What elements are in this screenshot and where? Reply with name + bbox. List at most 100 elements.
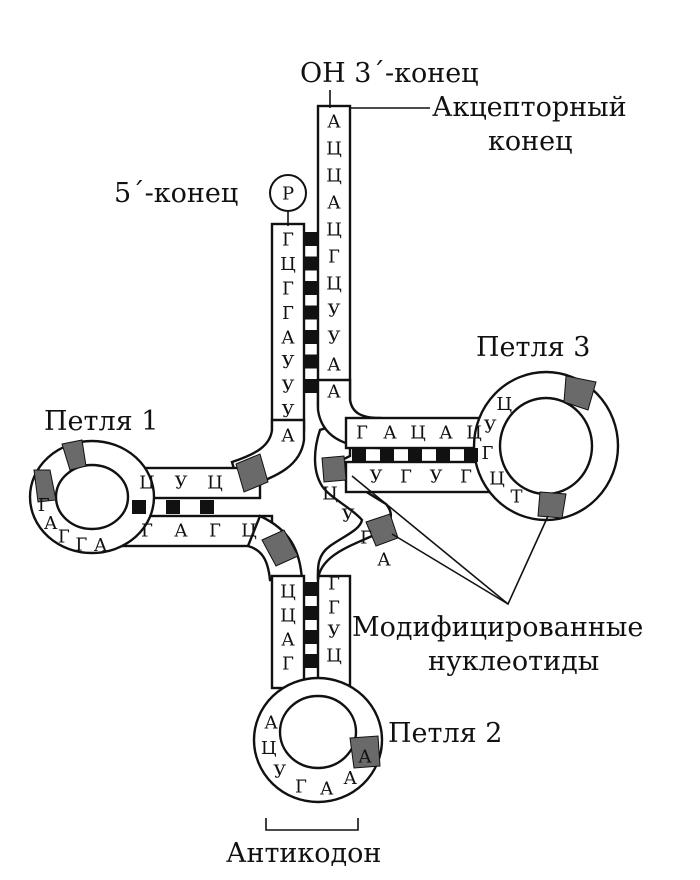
nucleotide: Г (328, 574, 340, 595)
anticodon-left-strand (270, 574, 306, 690)
modified-leader-line-2 (391, 533, 509, 605)
base-pair (166, 500, 180, 514)
loop2-label: Петля 2 (388, 718, 502, 749)
base-pair (305, 379, 317, 393)
nucleotide: Г (328, 598, 340, 619)
nucleotide: У (341, 506, 354, 527)
nucleotide: Г (482, 443, 494, 464)
modified-nucleotides-label-line1: Модифицированные (352, 612, 643, 643)
base-pair (464, 448, 478, 462)
nucleotide: Ц (280, 254, 296, 275)
nucleotide: А (281, 426, 295, 447)
nucleotide: А (94, 535, 108, 556)
five-prime-end-label: 5´-конец (114, 178, 238, 209)
nucleotide: У (327, 622, 340, 643)
base-pair (380, 448, 394, 462)
nucleotide: У (281, 401, 294, 422)
base-pair (305, 354, 317, 369)
nucleotide: А (327, 382, 341, 403)
nucleotide: У (369, 467, 382, 488)
nucleotide: А (358, 747, 372, 768)
trna-backbone (28, 104, 620, 804)
modified-nucleotide (33, 469, 57, 503)
t-loop-center (498, 396, 594, 496)
base-pair (436, 448, 450, 462)
nucleotide: Г (295, 776, 307, 797)
base-pair (305, 606, 317, 620)
modified-nucleotides (33, 375, 597, 769)
anticodon-loop-center (278, 694, 358, 770)
base-pair (352, 448, 366, 462)
nucleotide: Г (400, 467, 412, 488)
nucleotide: У (273, 762, 286, 783)
nucleotide: А (439, 423, 453, 444)
nucleotide: А (327, 355, 341, 376)
base-pair (305, 281, 317, 295)
nucleotide: Ц (496, 394, 512, 415)
nucleotide: Г (282, 654, 294, 675)
acceptor-end-label-line1: Акцепторный (432, 92, 627, 123)
nucleotide: Г (141, 521, 153, 542)
base-pair (408, 448, 422, 462)
nucleotide: Т (510, 487, 522, 508)
base-pairs (132, 232, 478, 668)
nucleotide: А (44, 513, 58, 534)
base-pair (305, 256, 317, 271)
nucleotide: Г (282, 230, 294, 251)
modified-nucleotide (61, 439, 87, 471)
nucleotide: А (174, 521, 188, 542)
acceptor-end-label-line2: конец (488, 126, 572, 157)
base-pair (305, 654, 317, 668)
nucleotide: Ц (489, 468, 505, 489)
modified-nucleotides-label-line2: нуклеотиды (428, 646, 599, 677)
nucleotide: У (174, 473, 187, 494)
modified-nucleotide (321, 455, 347, 483)
nucleotide: Г (75, 534, 87, 555)
nucleotide: У (281, 377, 294, 398)
d-loop-center (54, 463, 130, 531)
nucleotide: Ц (326, 166, 342, 187)
nucleotide: А (383, 423, 397, 444)
anticodon-label: Антикодон (226, 838, 381, 869)
nucleotide: Ц (241, 521, 257, 542)
nucleotide: Ц (207, 473, 223, 494)
nucleotide: Ц (466, 423, 482, 444)
nucleotide: А (281, 328, 295, 349)
anticodon-right-strand (316, 574, 352, 690)
base-pair (200, 500, 214, 514)
phosphate-circle (269, 174, 307, 212)
modified-nucleotide (537, 491, 567, 519)
nucleotide: У (327, 328, 340, 349)
loop1-label: Петля 1 (44, 406, 158, 437)
nucleotide: Ц (326, 220, 342, 241)
nucleotide: Г (209, 521, 221, 542)
base-pair (305, 232, 317, 246)
base-pair (305, 330, 317, 344)
nucleotide: Ц (261, 738, 277, 759)
nucleotide: Ц (326, 139, 342, 160)
nucleotide: Г (460, 467, 472, 488)
nucleotide: Ц (322, 484, 338, 505)
nucleotide: А (264, 712, 278, 733)
base-pair (305, 582, 317, 596)
base-pair (305, 630, 317, 644)
nucleotide: А (327, 193, 341, 214)
anticodon-bracket (265, 818, 359, 831)
nucleotide: У (281, 352, 294, 373)
nucleotide: Г (282, 303, 294, 324)
nucleotide: А (320, 779, 334, 800)
nucleotide: У (484, 417, 497, 438)
nucleotide: Ц (326, 274, 342, 295)
nucleotide: Ц (410, 423, 426, 444)
nucleotide: Ц (139, 473, 155, 494)
phosphate-label: P (282, 184, 294, 205)
nucleotide: Г (328, 247, 340, 268)
nucleotide: Ц (326, 646, 342, 667)
modified-nucleotide (261, 529, 299, 567)
nucleotide: Ц (280, 606, 296, 627)
nucleotide: А (377, 550, 391, 571)
modified-nucleotide (563, 375, 597, 411)
nucleotide: Г (356, 423, 368, 444)
